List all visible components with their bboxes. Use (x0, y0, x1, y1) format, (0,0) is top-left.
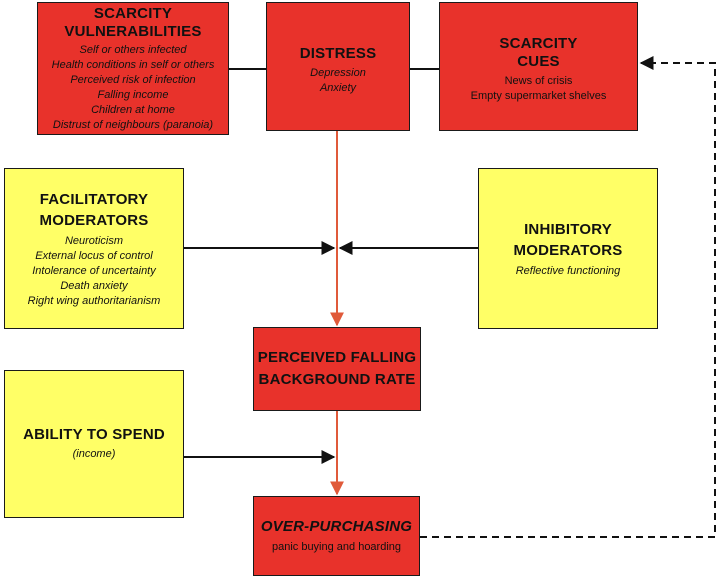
distress-list: Depression Anxiety (310, 66, 366, 96)
ability-to-spend-title: ABILITY TO SPEND (23, 426, 165, 443)
list-item: Right wing authoritarianism (27, 294, 161, 307)
scarcity-cues-box: SCARCITY CUES News of crisis Empty super… (439, 2, 638, 131)
title-line: SCARCITY (93, 4, 173, 22)
title-line: MODERATORS (39, 211, 149, 229)
over-purchasing-subtitle: panic buying and hoarding (271, 540, 402, 553)
over-purchasing-box: OVER-PURCHASING panic buying and hoardin… (253, 496, 420, 576)
feedback-over-purchasing-to-cues (420, 56, 716, 538)
list-item: Falling income (97, 88, 169, 101)
scarcity-vulnerabilities-box: SCARCITY VULNERABILITIES Self or others … (37, 2, 229, 135)
title-line: MODERATORS (513, 241, 623, 259)
list-item: Depression (310, 67, 366, 79)
list-item: Reflective functioning (515, 264, 621, 277)
distress-title: DISTRESS (299, 45, 377, 62)
title-line: SCARCITY (499, 35, 578, 52)
facilitatory-moderators-title: FACILITATORY MODERATORS (40, 189, 149, 231)
title-line: BACKGROUND RATE (258, 371, 416, 388)
inhibitory-moderators-title: INHIBITORY MODERATORS (514, 219, 623, 261)
title-line: INHIBITORY (524, 220, 612, 238)
scarcity-cues-title: SCARCITY CUES (499, 35, 577, 71)
title-line: VULNERABILITIES (64, 22, 202, 40)
list-item: Anxiety (319, 82, 357, 94)
facilitatory-moderators-box: FACILITATORY MODERATORS Neuroticism Exte… (4, 168, 184, 329)
list-item: Distrust of neighbours (paranoia) (52, 118, 214, 131)
scarcity-vulnerabilities-title: SCARCITY VULNERABILITIES (64, 5, 201, 41)
list-item: Neuroticism (64, 234, 124, 247)
title-line: PERCEIVED FALLING (257, 349, 417, 366)
list-item: Children at home (91, 103, 175, 116)
list-item: Intolerance of uncertainty (32, 264, 156, 277)
list-item: Death anxiety (60, 279, 128, 292)
list-item: Perceived risk of infection (70, 73, 196, 86)
title-line: CUES (517, 53, 560, 70)
list-item: Empty supermarket shelves (470, 90, 607, 102)
scarcity-vulnerabilities-list: Self or others infected Health condition… (52, 43, 215, 133)
list-item: News of crisis (504, 75, 573, 87)
over-purchasing-title: OVER-PURCHASING (260, 517, 413, 535)
inhibitory-moderators-list: Reflective functioning (516, 264, 621, 279)
list-item: Health conditions in self or others (51, 58, 215, 71)
distress-box: DISTRESS Depression Anxiety (266, 2, 410, 131)
ability-to-spend-subtitle: (income) (72, 448, 116, 460)
perceived-falling-background-rate-title: PERCEIVED FALLING BACKGROUND RATE (258, 347, 416, 391)
perceived-falling-background-rate-box: PERCEIVED FALLING BACKGROUND RATE (253, 327, 421, 411)
facilitatory-moderators-list: Neuroticism External locus of control In… (28, 234, 161, 309)
title-line: FACILITATORY (39, 190, 149, 208)
scarcity-cues-list: News of crisis Empty supermarket shelves (471, 74, 607, 104)
ability-to-spend-box: ABILITY TO SPEND (income) (4, 370, 184, 518)
inhibitory-moderators-box: INHIBITORY MODERATORS Reflective functio… (478, 168, 658, 329)
list-item: Self or others infected (79, 43, 187, 56)
list-item: External locus of control (35, 249, 153, 262)
